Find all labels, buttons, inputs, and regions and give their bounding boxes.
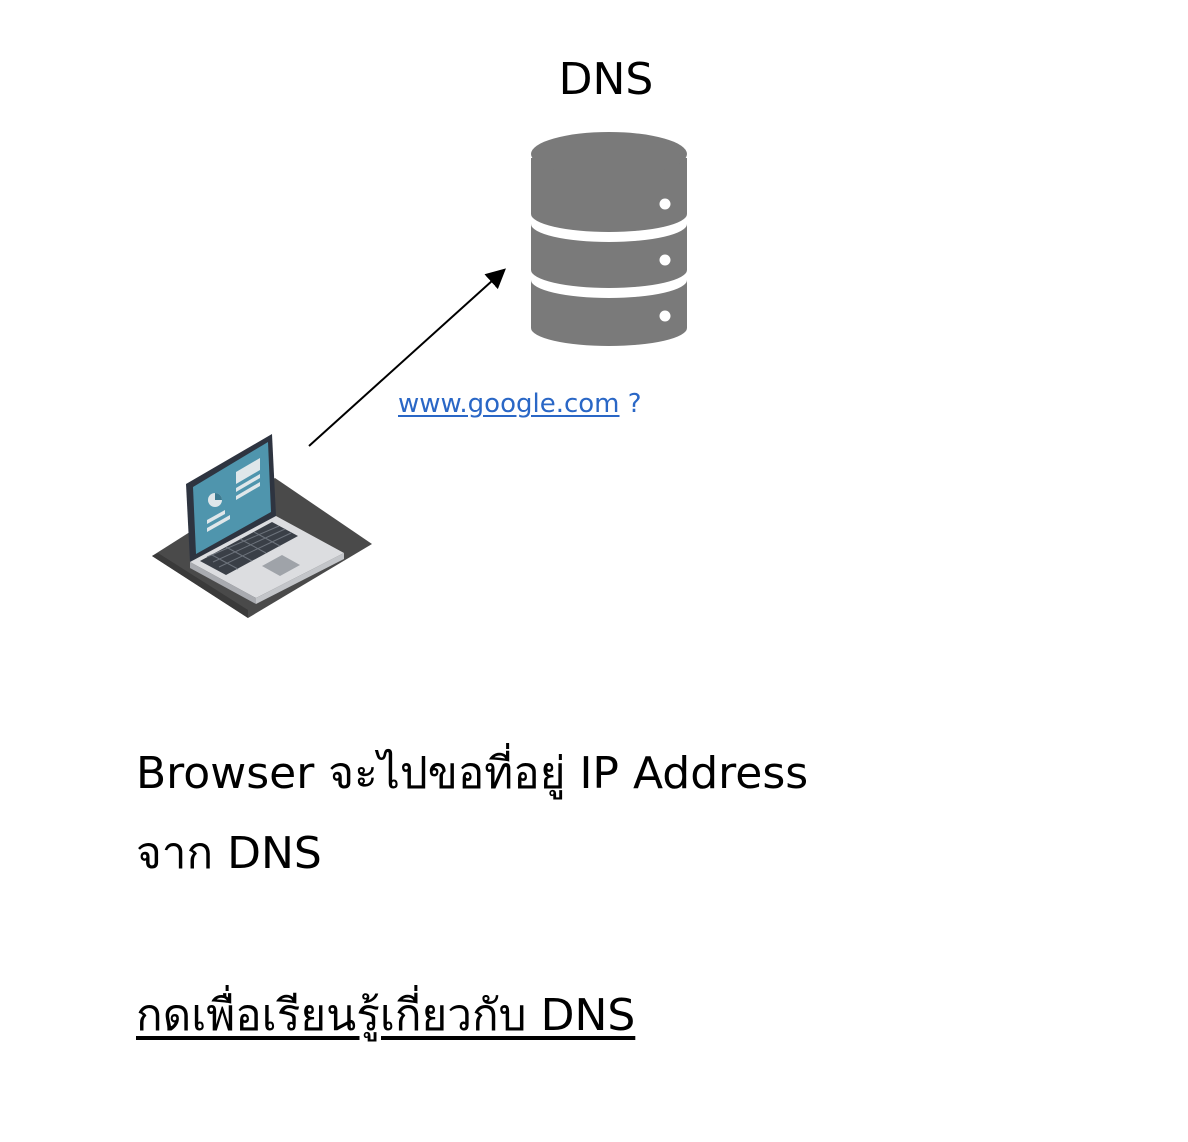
query-label: www.google.com ? — [398, 386, 642, 422]
diagram-canvas — [152, 132, 687, 618]
server-led-3 — [659, 310, 671, 322]
description-line-1: Browser จะไปขอที่อยู่ IP Address — [136, 748, 809, 799]
description-line-2: จาก DNS — [136, 828, 322, 879]
learn-dns-link[interactable]: กดเพื่อเรียนรู้เกี่ยวกับ DNS — [136, 990, 636, 1041]
dns-title: DNS — [558, 54, 654, 105]
query-question-mark: ? — [627, 389, 642, 419]
domain-link[interactable]: www.google.com — [398, 389, 620, 419]
request-arrow — [308, 268, 506, 447]
server-led-1 — [659, 198, 671, 210]
server-led-2 — [659, 254, 671, 266]
database-server-icon — [531, 132, 687, 346]
laptop-icon — [152, 434, 372, 618]
